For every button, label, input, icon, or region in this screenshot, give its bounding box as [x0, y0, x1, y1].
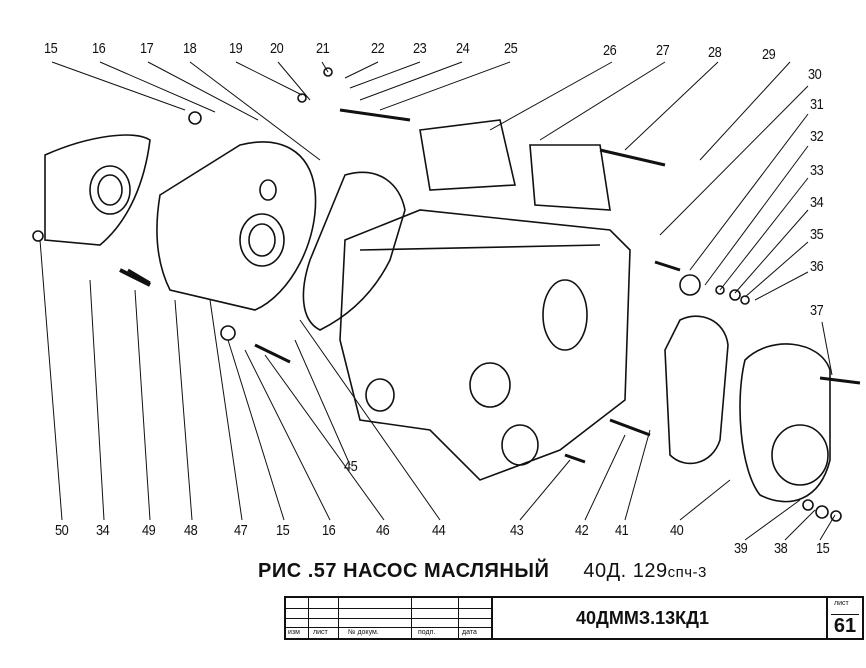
- caption-title: РИС .57 НАСОС МАСЛЯНЫЙ: [258, 560, 550, 582]
- grid-row-line: [286, 627, 491, 628]
- callout-49: 49: [142, 522, 156, 539]
- callout-20: 20: [270, 40, 284, 57]
- caption-code: 40Д. 129спч-3: [583, 560, 707, 582]
- document-number: 40ДММЗ.13КД1: [576, 608, 709, 628]
- grid-col-line: [338, 598, 339, 638]
- callout-44: 44: [432, 522, 446, 539]
- callout-18: 18: [183, 40, 197, 57]
- callout-16: 16: [92, 40, 106, 57]
- grid-col-line: [411, 598, 412, 638]
- callout-27: 27: [656, 42, 670, 59]
- col-dokum: № докум.: [348, 629, 379, 636]
- sheet-label: лист: [834, 600, 849, 607]
- leader-lines-top: [51, 61, 833, 376]
- callout-15-right: 15: [816, 540, 830, 557]
- callout-21: 21: [316, 40, 330, 57]
- callout-39: 39: [734, 540, 748, 557]
- studs: [127, 108, 861, 464]
- grid-row-line: [286, 618, 491, 619]
- callout-31: 31: [810, 96, 824, 113]
- rear-cover: [739, 343, 831, 503]
- callout-35: 35: [810, 226, 824, 243]
- callout-34-right: 34: [810, 194, 824, 211]
- col-data: дата: [462, 629, 477, 636]
- callout-48: 48: [184, 522, 198, 539]
- callout-40: 40: [670, 522, 684, 539]
- callout-50: 50: [55, 522, 69, 539]
- sheet-box: лист 61: [826, 598, 862, 638]
- callout-37: 37: [810, 302, 824, 319]
- callout-15: 15: [44, 40, 58, 57]
- gasket-right: [664, 315, 729, 465]
- callout-45: 45: [344, 458, 358, 475]
- grid-col-line: [308, 598, 309, 638]
- callout-42: 42: [575, 522, 589, 539]
- callout-25: 25: [504, 40, 518, 57]
- figure-caption: РИС .57 НАСОС МАСЛЯНЫЙ 40Д. 129спч-3: [258, 560, 707, 583]
- callout-34-bottom: 34: [96, 522, 110, 539]
- revision-grid: изм лист № докум. подп. дата: [286, 598, 493, 638]
- callout-33: 33: [810, 162, 824, 179]
- grid-col-line: [458, 598, 459, 638]
- callout-22: 22: [371, 40, 385, 57]
- caption-code-main: 40Д. 129: [583, 560, 668, 582]
- small-parts: [188, 67, 842, 522]
- leader-lines-bottom: [39, 239, 836, 541]
- callout-32: 32: [810, 128, 824, 145]
- callout-19: 19: [229, 40, 243, 57]
- callout-26: 26: [603, 42, 617, 59]
- callout-17: 17: [140, 40, 154, 57]
- callout-28: 28: [708, 44, 722, 61]
- callout-46: 46: [376, 522, 390, 539]
- callout-23: 23: [413, 40, 427, 57]
- callout-41: 41: [615, 522, 629, 539]
- callout-24: 24: [456, 40, 470, 57]
- col-list: лист: [313, 629, 328, 636]
- callout-15-bottom: 15: [276, 522, 290, 539]
- col-izm: изм: [288, 629, 300, 636]
- gasket-left: [302, 171, 406, 331]
- sheet-number: 61: [831, 614, 859, 638]
- callout-47: 47: [234, 522, 248, 539]
- plate-27: [529, 144, 611, 211]
- callout-16-bottom: 16: [322, 522, 336, 539]
- callout-38: 38: [774, 540, 788, 557]
- grid-row-line: [286, 608, 491, 609]
- plate-26: [419, 119, 516, 191]
- callout-43: 43: [510, 522, 524, 539]
- col-podp: подп.: [418, 629, 436, 636]
- caption-code-suffix: спч-3: [667, 564, 707, 581]
- callout-30: 30: [808, 66, 822, 83]
- title-block: изм лист № докум. подп. дата 40ДММЗ.13КД…: [284, 596, 864, 640]
- callout-29: 29: [762, 46, 776, 63]
- callout-36: 36: [810, 258, 824, 275]
- engine-block: [339, 209, 631, 481]
- pump-cover: [32, 134, 151, 246]
- pump-housing: [119, 141, 317, 311]
